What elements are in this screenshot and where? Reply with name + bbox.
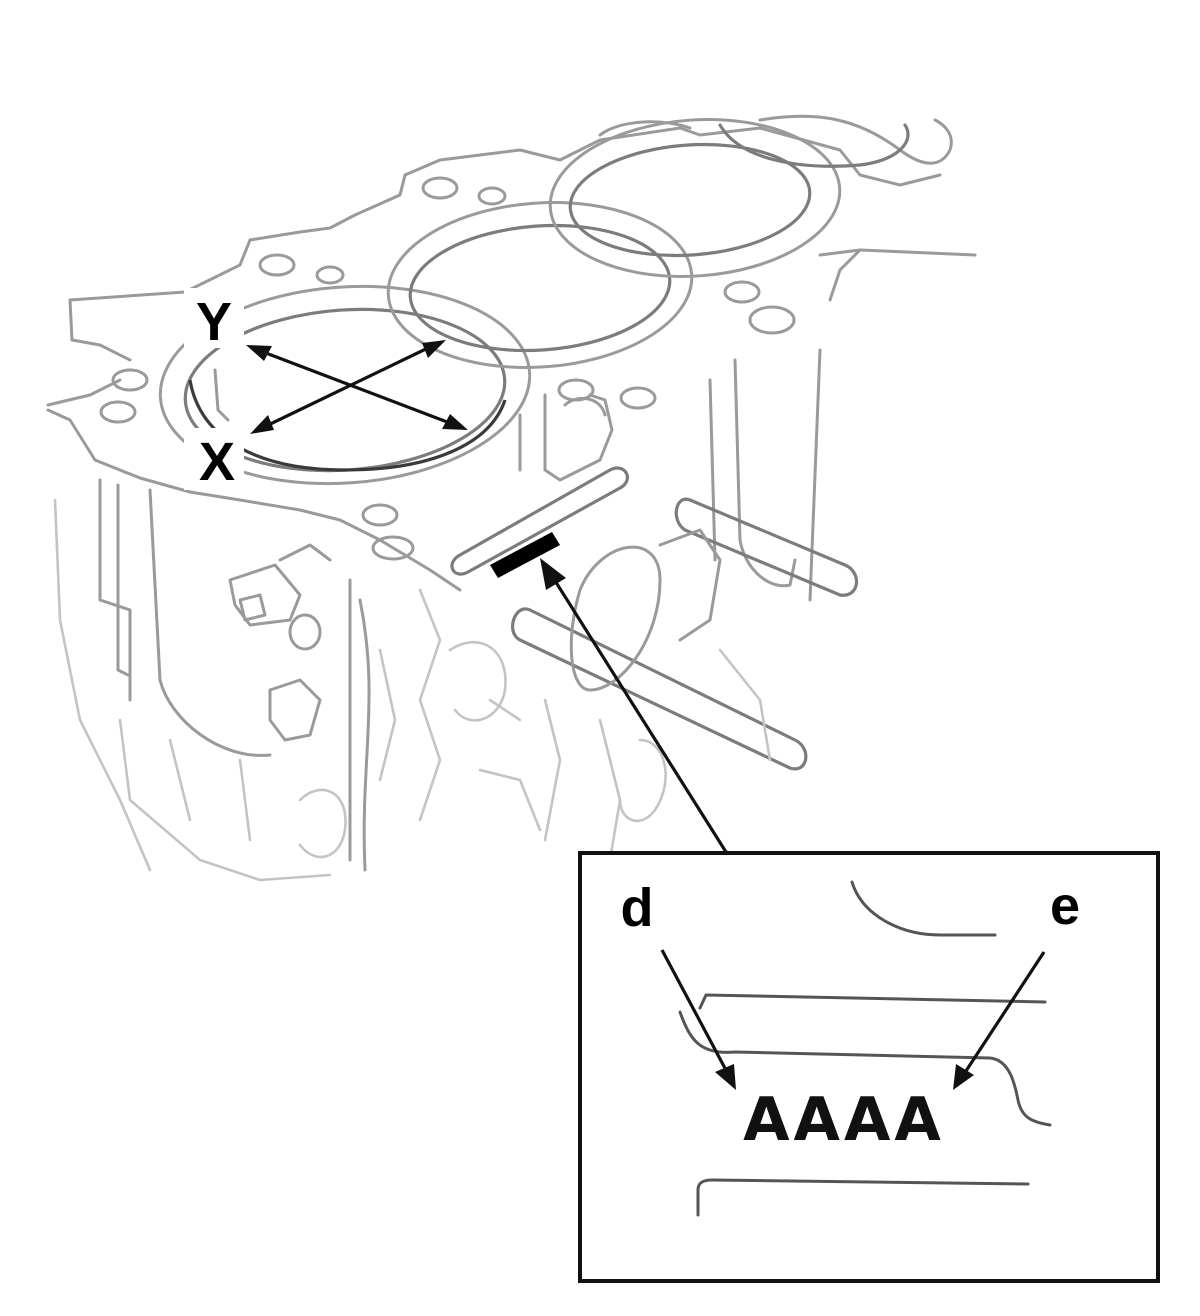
stamp-detail-inset: d e AAAA bbox=[578, 851, 1160, 1283]
axis-label-y: Y bbox=[196, 292, 232, 352]
axis-label-x: X bbox=[199, 432, 235, 492]
measurement-arrows bbox=[246, 340, 468, 434]
stamp-mark bbox=[490, 532, 560, 578]
leader-arrow bbox=[540, 558, 728, 853]
inset-frame bbox=[578, 851, 1160, 1283]
inset-label-d: d bbox=[621, 878, 654, 938]
cylinder-block-drawing bbox=[46, 114, 977, 882]
inset-label-e: e bbox=[1050, 876, 1080, 936]
stamp-text: AAAA bbox=[743, 1085, 945, 1155]
